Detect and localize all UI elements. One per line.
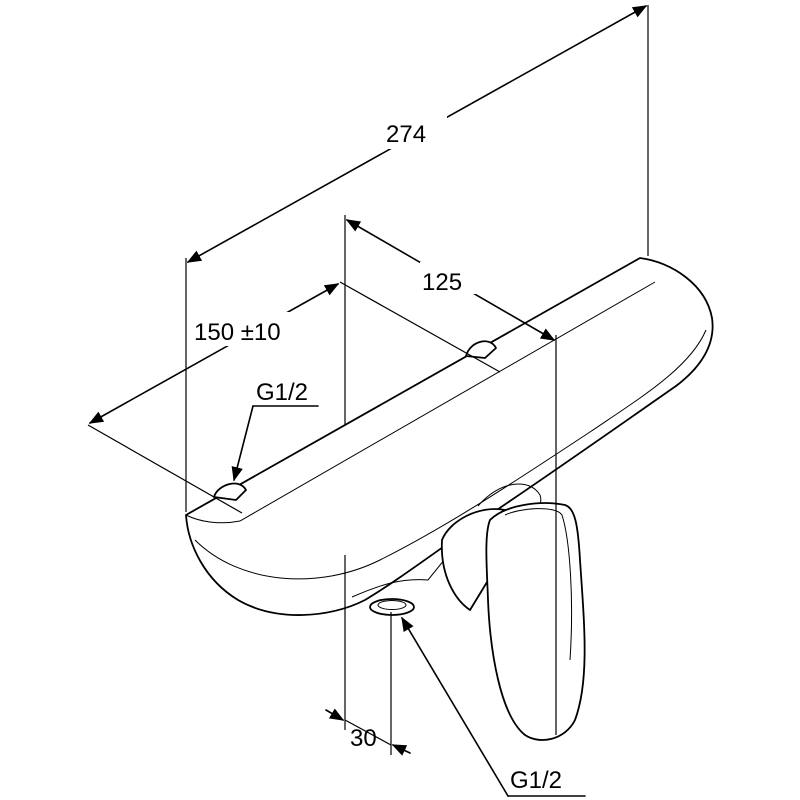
mixer-body: [185, 257, 714, 616]
dimension-150-label: 150 ±10: [194, 319, 281, 346]
thread-label-outlet: G1/2: [510, 767, 562, 794]
inlet-right: [465, 340, 497, 359]
thread-callout-outlet: G1/2: [401, 616, 586, 797]
handle-inner-edge: [504, 508, 573, 661]
lever-handle: [440, 502, 586, 741]
body-side-contour: [194, 329, 707, 580]
dimension-30: 30: [325, 708, 411, 756]
handle-lever: [485, 502, 586, 741]
dimension-125: 125: [345, 219, 556, 341]
dimension-30-label: 30: [350, 725, 377, 752]
dimension-125-label: 125: [422, 269, 462, 296]
thread-callout-inlet: G1/2: [231, 379, 319, 482]
outlet-fitting: [369, 598, 415, 616]
thread-label-inlet: G1/2: [256, 379, 308, 406]
dimension-150: 150 ±10: [88, 283, 340, 424]
body-top-edge: [185, 281, 656, 524]
dimension-274-label: 274: [386, 121, 426, 148]
inlet-left: [213, 482, 247, 501]
body-lower-contour: [351, 527, 471, 598]
dimension-274: 274: [186, 5, 648, 263]
